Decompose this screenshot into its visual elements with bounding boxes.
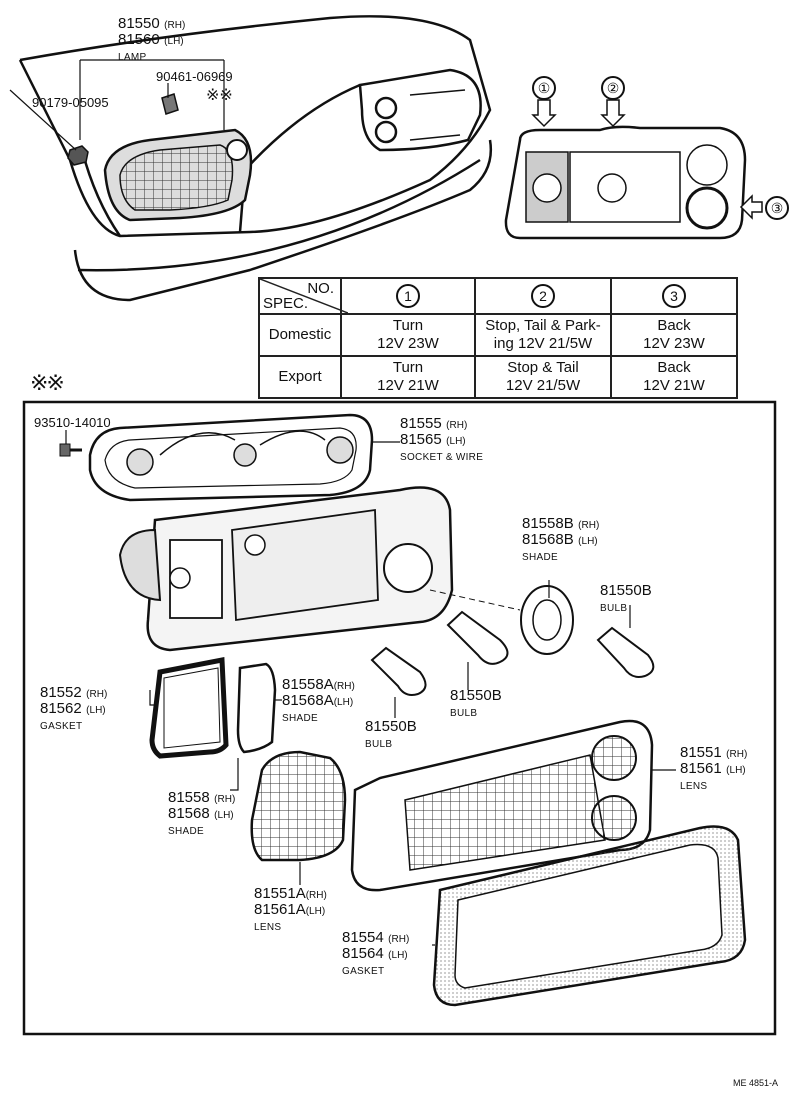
- lamp-label: 81550 (RH) 81560 (LH) LAMP: [118, 16, 185, 64]
- lamp-face-view: [504, 125, 747, 240]
- view-3-label: ③: [765, 196, 789, 220]
- screw-part-number: 93510-14010: [34, 415, 111, 430]
- shade-a: [236, 662, 277, 754]
- spec-header-corner: NO. SPEC.: [258, 277, 348, 315]
- part-number: 81550: [118, 15, 160, 32]
- small-gasket-label: 81552 (RH) 81562 (LH) GASKET: [40, 684, 108, 732]
- bulb-icon: [370, 610, 655, 696]
- leader-lines-detail: [65, 430, 676, 946]
- view-2-label: ②: [601, 76, 625, 100]
- corner-diagonal: [260, 279, 348, 313]
- socket-label: 81555 (RH) 81565 (LH) SOCKET & WIRE: [400, 415, 484, 463]
- large-gasket: [432, 825, 747, 1007]
- detail-mark: ※※: [30, 370, 65, 395]
- vehicle-rear-body: [18, 15, 493, 302]
- lamp-housing: [118, 486, 454, 652]
- leader-lines-top: [9, 59, 225, 151]
- lens-a-label: 81551A(RH) 81561A(LH) LENS: [254, 885, 327, 933]
- shade-b-label: 81558B (RH) 81568B (LH) SHADE: [522, 515, 600, 563]
- rear-lamp-assembly: [103, 128, 253, 222]
- table-cell: Stop, Tail & Park-ing 12V 21/5W: [474, 313, 612, 357]
- screw-icon: [59, 443, 82, 457]
- large-gasket-label: 81554 (RH) 81564 (LH) GASKET: [342, 929, 410, 977]
- shade-a-label: 81558A(RH) 81568A(LH) SHADE: [282, 676, 355, 724]
- shade-b-ring: [429, 585, 574, 655]
- header-no: NO.: [307, 280, 334, 297]
- shade-label: 81558 (RH) 81568 (LH) SHADE: [168, 789, 236, 837]
- clip-mark: ※※: [206, 87, 233, 104]
- nut-icon: [67, 145, 89, 166]
- lens-label: 81551 (RH) 81561 (LH) LENS: [680, 744, 748, 792]
- clip-part-number: 90461-06969: [156, 69, 233, 84]
- header-col-1: 1: [340, 277, 476, 315]
- part-number: 81560: [118, 31, 160, 48]
- row-label: Domestic: [258, 313, 342, 357]
- nut-part-number: 90179-05095: [32, 95, 109, 110]
- view-1-label: ①: [532, 76, 556, 100]
- view-arrows: [531, 99, 763, 220]
- detail-frame: [22, 400, 777, 1036]
- part-suffix: (RH): [164, 20, 186, 31]
- part-suffix: (LH): [164, 36, 184, 47]
- large-lens: [350, 719, 654, 892]
- clip-icon: [161, 93, 179, 115]
- part-name: LAMP: [118, 52, 147, 63]
- header-col-2: 2: [474, 277, 612, 315]
- row-label: Export: [258, 355, 342, 399]
- header-col-3: 3: [610, 277, 738, 315]
- small-gasket: [149, 656, 229, 759]
- figure-code: ME 4851-A: [732, 1078, 778, 1088]
- lens-a: [250, 750, 347, 862]
- socket-wire-plate: [88, 413, 374, 502]
- header-spec: SPEC.: [263, 295, 309, 312]
